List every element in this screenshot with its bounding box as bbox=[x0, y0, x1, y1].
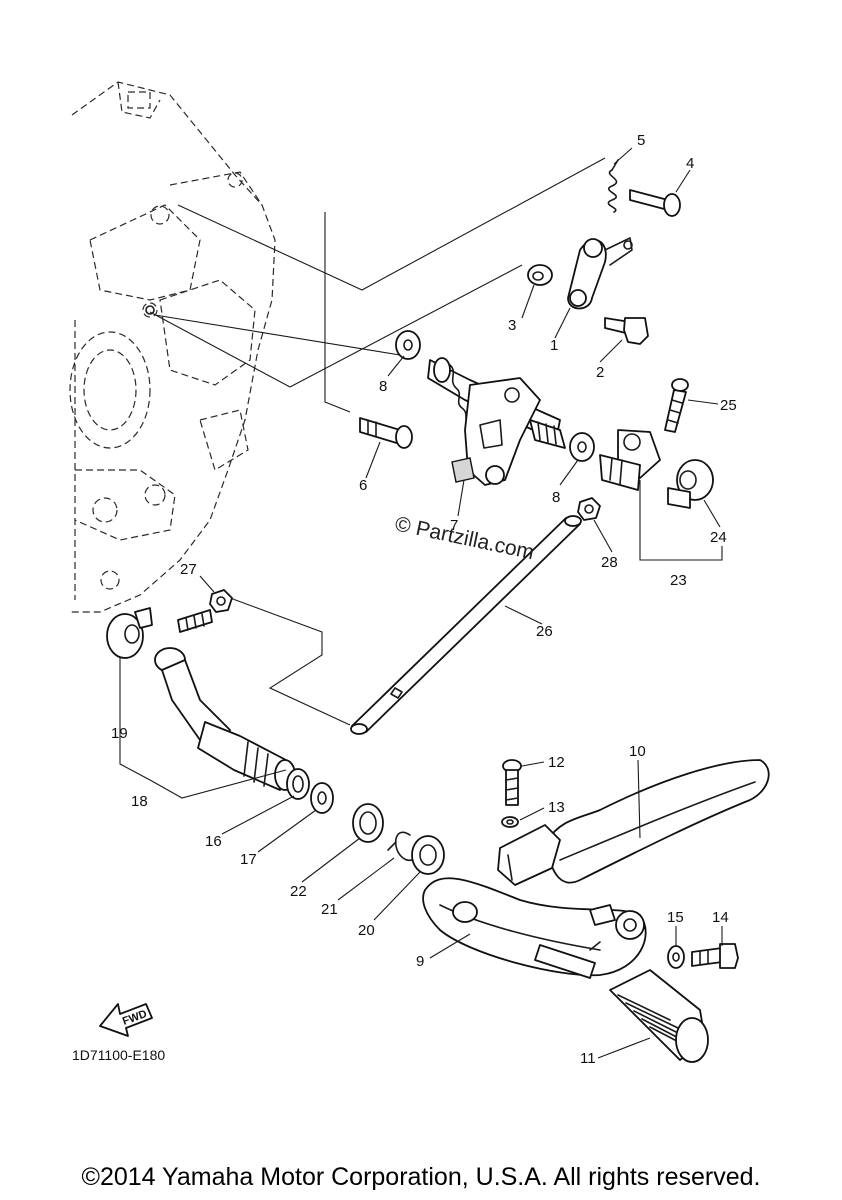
part-8-washer-b bbox=[569, 432, 595, 462]
part-23-joint-assembly bbox=[599, 429, 661, 491]
label-19: 19 bbox=[111, 725, 128, 742]
label-5: 5 bbox=[637, 132, 645, 149]
label-14: 14 bbox=[712, 909, 729, 926]
label-4: 4 bbox=[686, 155, 694, 172]
part-number-labels: 5 4 3 1 2 8 25 6 8 7 24 28 23 27 26 19 1… bbox=[111, 132, 737, 1067]
part-28-nut bbox=[577, 497, 601, 521]
part-14-bolt bbox=[691, 943, 739, 969]
label-25: 25 bbox=[720, 397, 737, 414]
part-1-stopper-lever bbox=[567, 237, 633, 310]
part-27-nut bbox=[209, 589, 233, 613]
label-6: 6 bbox=[359, 477, 367, 494]
part-12-bolt bbox=[502, 759, 522, 806]
label-9: 9 bbox=[416, 953, 424, 970]
label-13: 13 bbox=[548, 799, 565, 816]
label-18: 18 bbox=[131, 793, 148, 810]
label-27: 27 bbox=[180, 561, 197, 578]
label-1: 1 bbox=[550, 337, 558, 354]
label-10: 10 bbox=[629, 743, 646, 760]
label-21: 21 bbox=[321, 901, 338, 918]
part-25-bolt bbox=[664, 378, 689, 433]
part-10-shift-pedal bbox=[497, 759, 770, 886]
crankcase-outline bbox=[69, 81, 276, 613]
part-4-bolt bbox=[629, 189, 681, 217]
part-7-shift-shaft bbox=[427, 357, 566, 486]
drawing-code: 1D71100-E180 bbox=[72, 1047, 165, 1063]
part-13-washer bbox=[501, 816, 519, 828]
watermark: © Partzilla.com bbox=[393, 512, 536, 564]
label-2: 2 bbox=[596, 364, 604, 381]
part-24-rod-end bbox=[667, 459, 714, 509]
part-2-bolt bbox=[604, 317, 649, 345]
copyright-footer: ©2014 Yamaha Motor Corporation, U.S.A. A… bbox=[81, 1163, 761, 1191]
part-15-washer bbox=[667, 945, 685, 969]
part-26-shift-rod bbox=[350, 515, 582, 735]
reference-lines bbox=[149, 157, 606, 726]
label-12: 12 bbox=[548, 754, 565, 771]
label-26: 26 bbox=[536, 623, 553, 640]
label-22: 22 bbox=[290, 883, 307, 900]
label-7: 7 bbox=[450, 517, 458, 534]
label-16: 16 bbox=[205, 833, 222, 850]
part-16-seal bbox=[286, 768, 310, 800]
fwd-arrow-icon: FWD bbox=[99, 1003, 153, 1037]
part-19-rod-end bbox=[106, 607, 153, 659]
label-23: 23 bbox=[670, 572, 687, 589]
part-18-shift-arm bbox=[154, 609, 296, 791]
part-9-lever bbox=[422, 877, 647, 979]
part-6-pin bbox=[359, 417, 413, 449]
label-8a: 8 bbox=[379, 378, 387, 395]
part-22-collar bbox=[352, 803, 384, 843]
part-8-washer-a bbox=[395, 330, 421, 360]
label-24: 24 bbox=[710, 529, 727, 546]
part-11-pedal-rubber bbox=[609, 969, 709, 1063]
label-8b: 8 bbox=[552, 489, 560, 506]
part-20-bushing bbox=[411, 835, 445, 875]
leader-lines bbox=[119, 147, 723, 1059]
label-28: 28 bbox=[601, 554, 618, 571]
part-5-spring bbox=[607, 159, 619, 213]
label-3: 3 bbox=[508, 317, 516, 334]
label-15: 15 bbox=[667, 909, 684, 926]
label-17: 17 bbox=[240, 851, 257, 868]
label-20: 20 bbox=[358, 922, 375, 939]
part-17-washer bbox=[310, 782, 334, 814]
label-11: 11 bbox=[580, 1050, 596, 1067]
part-3-collar bbox=[527, 264, 553, 286]
